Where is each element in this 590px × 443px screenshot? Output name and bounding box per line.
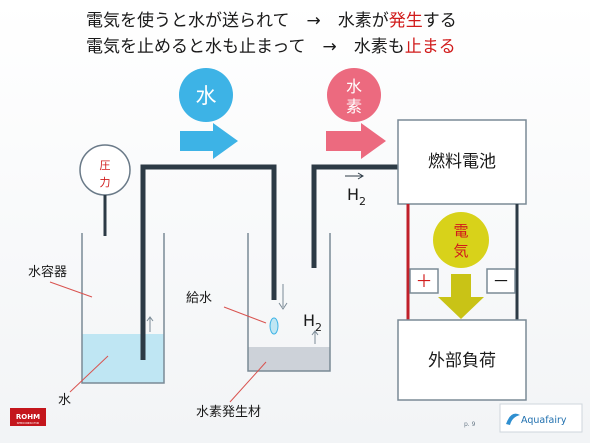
generator-material-label: 水素発生材 (196, 405, 261, 420)
hydrogen-flow-arrow (326, 123, 386, 159)
title-line-2: 電気を止めると水も止まって → 水素も止まる (86, 37, 456, 57)
fuel-cell-label: 燃料電池 (428, 152, 496, 172)
generator-material-leader (229, 361, 267, 403)
minus-terminal (486, 268, 516, 294)
minus-sign: － (493, 272, 510, 292)
pressure-label-1: 圧 (100, 159, 111, 172)
h2-pipe-label: H2 (347, 185, 366, 208)
title-highlight-tomaru: 止まる (405, 37, 456, 57)
water-level-fill (82, 334, 164, 383)
water-container-leader (49, 281, 93, 298)
water-supply-label: 給水 (186, 291, 212, 306)
external-load-box (397, 319, 527, 401)
generator-material-fill (248, 347, 330, 371)
generator-tank-outline (247, 233, 331, 372)
water-circle-label: 水 (196, 84, 217, 108)
water-pipe (140, 164, 277, 360)
electricity-label-2: 気 (453, 242, 468, 260)
page-number: p. 9 (464, 421, 476, 428)
hydrogen-circle-label-2: 素 (346, 97, 362, 116)
pressure-label-2: 力 (100, 176, 111, 189)
h2-tank-label: H2 (303, 311, 322, 334)
water-flow-arrow (180, 123, 238, 159)
rohm-logo (10, 408, 46, 426)
plus-sign: ＋ (416, 272, 433, 292)
electricity-label-1: 電 (453, 222, 468, 240)
external-load-label: 外部負荷 (428, 351, 496, 371)
hydrogen-circle-label-1: 水 (346, 77, 362, 96)
water-supply-leader (223, 306, 267, 324)
electricity-flow-arrow (438, 274, 484, 319)
water-container-label: 水容器 (28, 264, 67, 280)
rohm-logo-text: ROHM (16, 413, 40, 421)
water-leader (69, 355, 109, 393)
water-circle (179, 68, 233, 122)
title-line-1: 電気を使うと水が送られて → 水素が発生する (86, 10, 457, 31)
aquafairy-logo-text: Aquafairy (521, 415, 567, 426)
plus-terminal (409, 268, 439, 294)
water-container-outline (81, 233, 165, 384)
water-drop (269, 317, 279, 335)
hydrogen-circle (327, 68, 381, 122)
hydrogen-pipe (311, 164, 398, 268)
fuel-cell-box (397, 119, 527, 205)
rohm-logo-subtext: SEMICONDUCTOR (17, 421, 40, 425)
water-label: 水 (58, 393, 71, 408)
title-highlight-hassei: 発生 (389, 11, 423, 31)
aquafairy-logo-icon (506, 413, 520, 425)
electricity-circle (433, 212, 489, 268)
